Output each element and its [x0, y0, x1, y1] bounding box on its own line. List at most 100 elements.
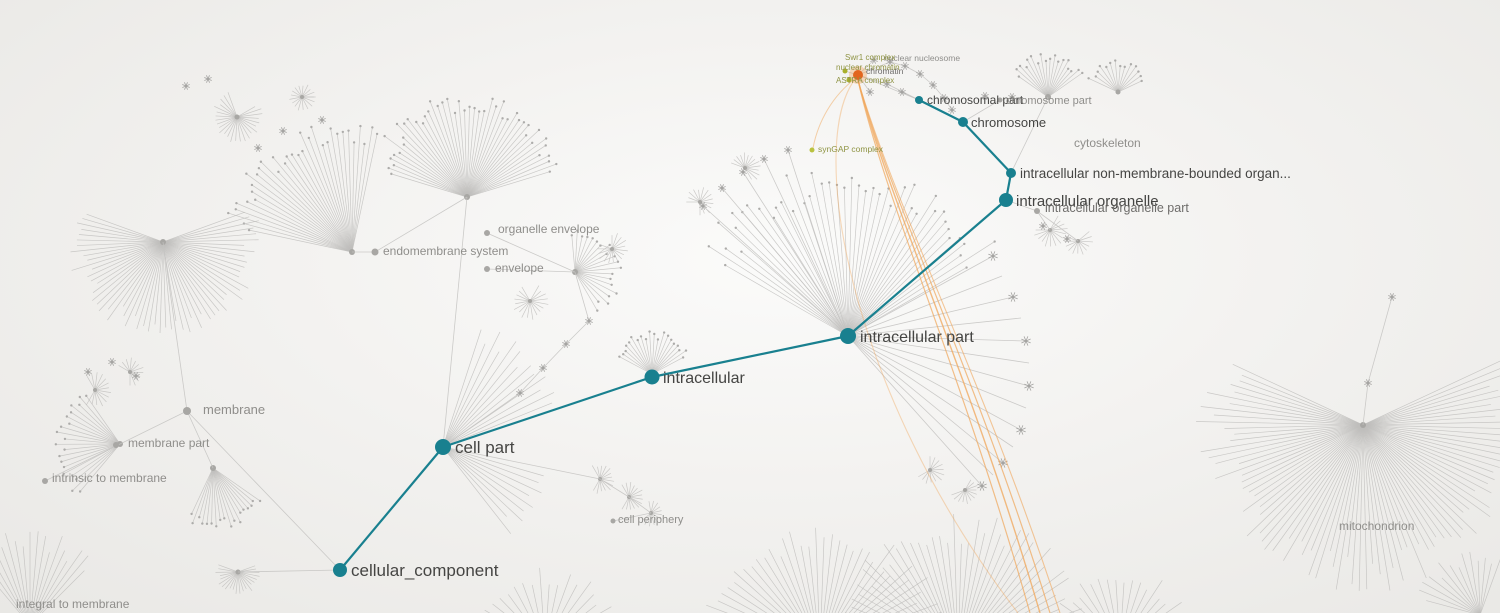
node-chromosomal-part[interactable]	[915, 96, 923, 104]
node-cell-part[interactable]	[435, 439, 451, 455]
label-intrinsic-to-membrane[interactable]: intrinsic to membrane	[52, 471, 167, 485]
star-node[interactable]	[699, 202, 707, 210]
label-astra-complex[interactable]: ASTRA complex	[836, 76, 894, 85]
star-node[interactable]	[585, 317, 593, 325]
complex-node-b[interactable]	[846, 77, 852, 83]
term-node[interactable]	[183, 407, 191, 415]
star-node[interactable]	[718, 184, 726, 192]
fan-cluster	[618, 330, 688, 375]
label-chromosomal-part[interactable]: chromosomal part	[927, 93, 1024, 107]
node-chromosome[interactable]	[958, 117, 968, 127]
term-node[interactable]	[997, 97, 1003, 103]
fan-cluster	[731, 152, 761, 180]
star-node[interactable]	[883, 80, 891, 88]
term-node[interactable]	[1034, 208, 1040, 214]
star-node[interactable]	[886, 58, 894, 66]
star-node[interactable]	[981, 92, 989, 100]
star-node[interactable]	[739, 168, 747, 176]
star-node[interactable]	[254, 144, 262, 152]
star-node[interactable]	[1016, 425, 1026, 435]
star-node[interactable]	[108, 358, 116, 366]
label-envelope[interactable]: envelope	[495, 261, 544, 275]
graph-edge	[847, 296, 1014, 337]
label-cell-periphery[interactable]: cell periphery	[618, 514, 684, 526]
star-node[interactable]	[988, 251, 998, 261]
label-mitochondrion[interactable]: mitochondrion	[1339, 519, 1414, 533]
star-node[interactable]	[182, 82, 190, 90]
star-node[interactable]	[84, 368, 92, 376]
label-cytoskeleton[interactable]: cytoskeleton	[1074, 136, 1141, 150]
path-edge	[918, 99, 964, 123]
label-cellular-component[interactable]: cellular_component	[351, 561, 499, 580]
star-node[interactable]	[1063, 235, 1071, 243]
term-node[interactable]	[42, 478, 48, 484]
label-nuclear-nucleosome[interactable]: nuclear nucleosome	[884, 53, 960, 63]
node-intracellular-non-membrane-bounded-organ[interactable]	[1006, 168, 1016, 178]
star-node[interactable]	[516, 389, 524, 397]
label-integral-to-membrane[interactable]: integral to membrane	[16, 597, 130, 611]
star-node[interactable]	[977, 481, 987, 491]
graph-edge	[442, 196, 468, 448]
syngap-complex-node[interactable]	[809, 147, 815, 153]
label-syngap-complex[interactable]: synGAP complex	[818, 144, 884, 154]
node-cellular-component[interactable]	[333, 563, 347, 577]
star-node[interactable]	[1364, 379, 1372, 387]
star-node[interactable]	[539, 364, 547, 372]
star-node[interactable]	[760, 155, 768, 163]
label-intracellular-organelle[interactable]: intracellular organelle	[1016, 193, 1159, 210]
term-node[interactable]	[610, 518, 616, 524]
label-chromatin[interactable]: chromatin	[866, 66, 904, 76]
term-node[interactable]	[484, 230, 490, 236]
label-chromosome-part[interactable]: chromosome part	[1006, 95, 1092, 107]
star-node[interactable]	[866, 88, 874, 96]
label-cell-part[interactable]: cell part	[455, 438, 515, 457]
star-node[interactable]	[929, 81, 937, 89]
star-node[interactable]	[318, 116, 326, 124]
highlight-edge	[857, 79, 1061, 613]
term-node[interactable]	[484, 266, 490, 272]
term-node[interactable]	[371, 248, 379, 256]
star-node[interactable]	[898, 88, 906, 96]
nucleosome-node[interactable]	[853, 70, 863, 80]
star-node[interactable]	[1024, 381, 1034, 391]
label-endomembrane-system[interactable]: endomembrane system	[383, 244, 508, 258]
node-intracellular-organelle[interactable]	[999, 193, 1013, 207]
label-nuclear-chromatin[interactable]: nuclear chromatin	[836, 63, 900, 72]
star-node[interactable]	[1388, 293, 1396, 301]
complex-node-a[interactable]	[842, 68, 848, 74]
label-membrane-part[interactable]: membrane part	[128, 436, 210, 450]
graph-edge	[542, 343, 567, 369]
label-intracellular-non-membrane-bounded-organ[interactable]: intracellular non-membrane-bounded organ…	[1020, 166, 1291, 181]
star-node[interactable]	[1039, 222, 1047, 230]
star-node[interactable]	[916, 70, 924, 78]
star-node[interactable]	[1008, 292, 1018, 302]
graph-edge	[1367, 296, 1393, 384]
graph-edge	[1362, 382, 1369, 426]
graph-edge	[847, 335, 1030, 387]
label-membrane[interactable]: membrane	[203, 402, 265, 417]
fan-cluster	[597, 233, 628, 264]
node-intracellular-part[interactable]	[840, 328, 856, 344]
star-node[interactable]	[562, 340, 570, 348]
star-node[interactable]	[784, 146, 792, 154]
label-intracellular-organelle-part[interactable]: intracellular organelle part	[1045, 201, 1189, 215]
star-node[interactable]	[1008, 93, 1016, 101]
label-chromosome[interactable]: chromosome	[971, 115, 1046, 130]
label-organelle-envelope[interactable]: organelle envelope	[498, 222, 600, 236]
label-intracellular[interactable]: intracellular	[663, 370, 745, 387]
star-node[interactable]	[132, 372, 140, 380]
label-swr1-complex[interactable]: Swr1 complex	[845, 53, 895, 62]
graph-edge	[162, 241, 188, 412]
star-node[interactable]	[870, 56, 878, 64]
star-node[interactable]	[279, 127, 287, 135]
path-edge	[339, 446, 444, 571]
star-node[interactable]	[204, 75, 212, 83]
node-intracellular[interactable]	[644, 369, 660, 385]
star-node[interactable]	[940, 94, 948, 102]
label-intracellular-part[interactable]: intracellular part	[860, 329, 974, 346]
term-node[interactable]	[113, 442, 119, 448]
star-node[interactable]	[901, 62, 909, 70]
star-node[interactable]	[948, 106, 956, 114]
star-node[interactable]	[1021, 336, 1031, 346]
